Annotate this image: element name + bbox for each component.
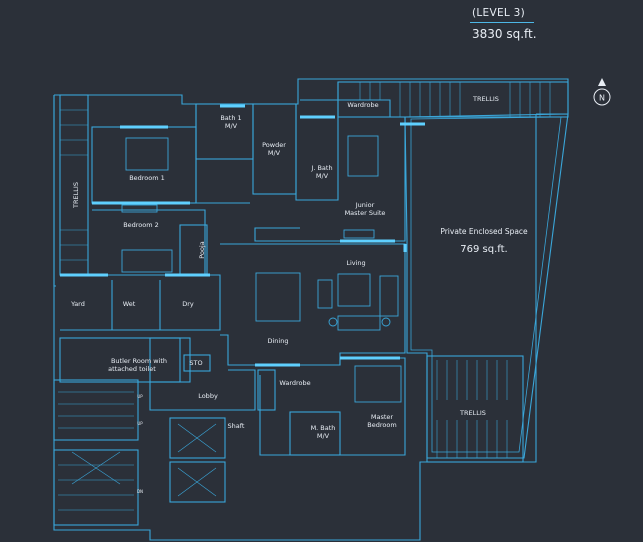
- label-up1: UP: [137, 394, 143, 399]
- label-private-space: Private Enclosed Space: [440, 227, 528, 236]
- room-labels: TRELLIS TRELLIS TRELLIS Wardrobe Bath 1 …: [70, 95, 528, 494]
- label-junior-1: Junior: [355, 201, 375, 209]
- bed-junior: [347, 135, 379, 177]
- label-butler-2: attached toilet: [108, 365, 156, 373]
- label-jbath-2: M/V: [316, 172, 329, 180]
- sofa-right: [379, 275, 399, 317]
- bed-bedroom2: [121, 249, 173, 273]
- label-mbath-1: M. Bath: [311, 424, 336, 432]
- label-shaft: Shaft: [228, 422, 245, 430]
- sofa-left: [317, 279, 333, 309]
- label-bath1-1: Bath 1: [220, 114, 241, 122]
- label-dry: Dry: [182, 300, 194, 308]
- trellis-hatch: [58, 82, 551, 511]
- label-wardrobe-mid: Wardrobe: [279, 379, 310, 387]
- label-mbath-2: M/V: [317, 432, 330, 440]
- furniture: [121, 135, 402, 403]
- label-dn: DN: [137, 489, 143, 494]
- label-trellis-right: TRELLIS: [459, 409, 486, 417]
- label-private-area: 769 sq.ft.: [460, 244, 507, 255]
- window-segments: [60, 104, 425, 367]
- label-bedroom2: Bedroom 2: [123, 221, 159, 229]
- label-trellis-top: TRELLIS: [472, 95, 499, 103]
- level-label: (LEVEL 3): [472, 7, 526, 19]
- total-area-label: 3830 sq.ft.: [472, 27, 537, 41]
- label-wet: Wet: [123, 300, 136, 308]
- label-yard: Yard: [70, 300, 85, 308]
- label-jbath-1: J. Bath: [310, 164, 332, 172]
- walls: [53, 78, 569, 541]
- label-wardrobe-top: Wardrobe: [347, 101, 378, 109]
- label-bath1-2: M/V: [225, 122, 238, 130]
- compass-letter: N: [599, 94, 605, 103]
- bed-master: [354, 365, 402, 403]
- dining-table: [255, 272, 301, 322]
- label-dining: Dining: [268, 337, 289, 345]
- label-master-2: Bedroom: [367, 421, 396, 429]
- label-living: Living: [346, 259, 365, 267]
- sofa-bottom: [337, 315, 381, 331]
- compass-icon: N: [593, 78, 611, 106]
- bed-bedroom1: [125, 137, 169, 171]
- label-butler-1: Butler Room with: [111, 357, 167, 365]
- label-powder-1: Powder: [262, 141, 286, 149]
- label-trellis-left: TRELLIS: [72, 182, 80, 209]
- label-powder-2: M/V: [268, 149, 281, 157]
- label-sto: STO: [189, 359, 202, 367]
- tv-unit-bedroom2: [121, 204, 158, 213]
- living-table: [337, 273, 371, 307]
- label-lobby: Lobby: [198, 392, 218, 400]
- header-underline: [470, 22, 534, 23]
- label-pooja: Pooja: [198, 241, 206, 258]
- tv-unit-junior: [343, 229, 375, 239]
- label-master-1: Master: [371, 413, 394, 421]
- label-up2: UP: [137, 421, 143, 426]
- label-bedroom1: Bedroom 1: [129, 174, 165, 182]
- label-junior-2: Master Suite: [345, 209, 386, 217]
